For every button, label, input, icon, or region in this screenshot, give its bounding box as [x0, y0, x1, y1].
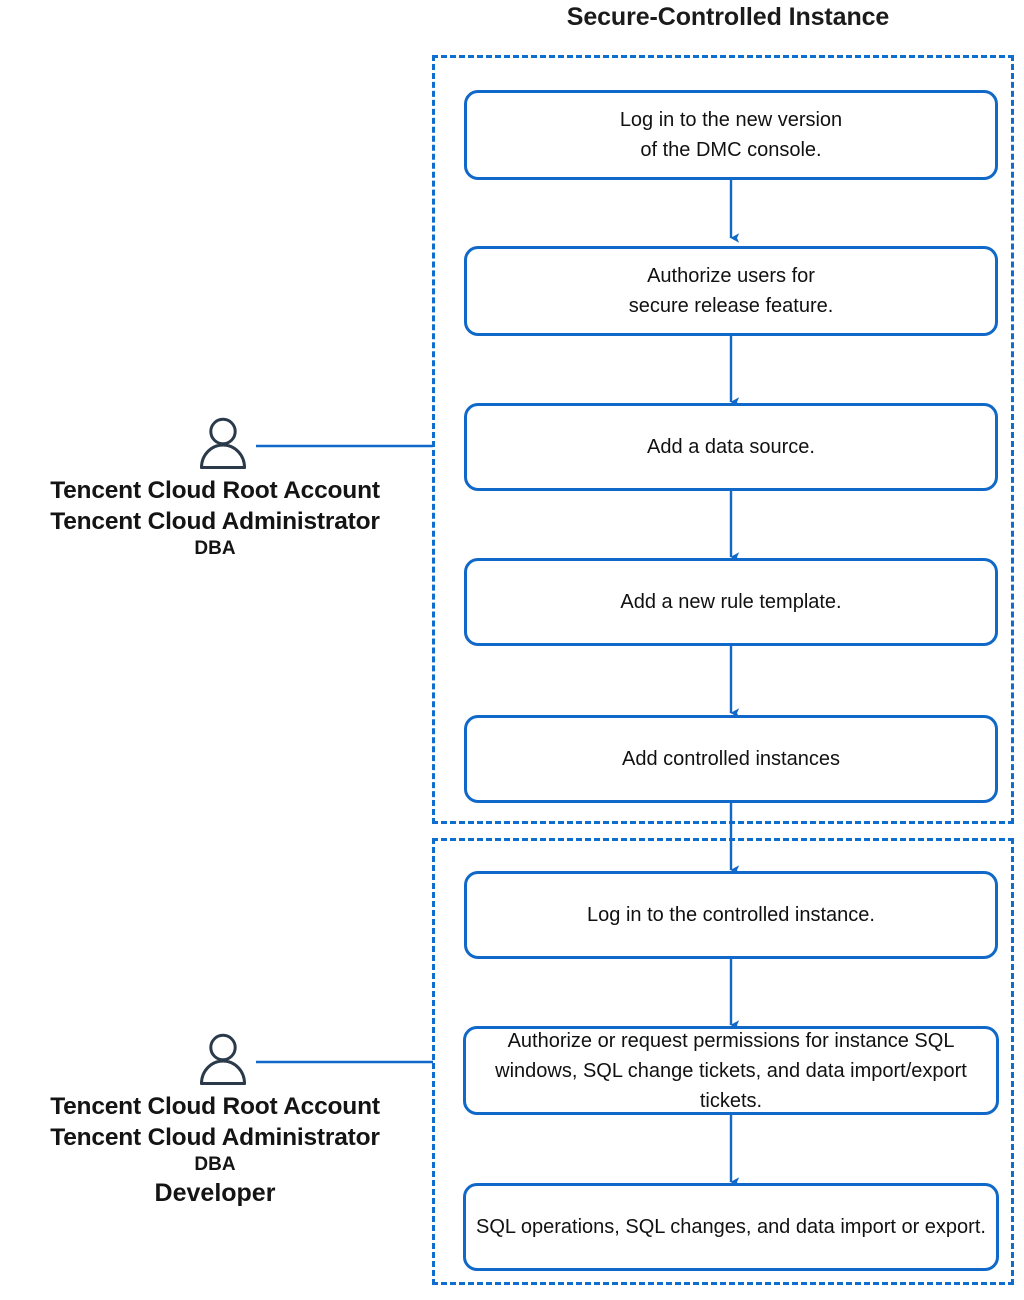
node-line: Add a new rule template.: [620, 591, 842, 613]
upper-phase-group: [432, 55, 1014, 824]
page-title: Secure-Controlled Instance: [566, 3, 890, 31]
node-login-controlled-instance[interactable]: Log in to the controlled instance.: [464, 871, 998, 959]
node-add-data-source[interactable]: Add a data source.: [464, 403, 998, 491]
person-icon: [196, 416, 250, 470]
node-line: Add a data source.: [647, 436, 815, 458]
node-line: Authorize or request permissions for ins…: [495, 1029, 967, 1112]
node-line: SQL operations, SQL changes, and data im…: [476, 1216, 986, 1238]
lower-phase-group: [432, 838, 1014, 1285]
node-line: of the DMC console.: [640, 139, 822, 161]
node-authorize-users-secure-release[interactable]: Authorize users for secure release featu…: [464, 246, 998, 336]
actor-role-line: DBA: [194, 538, 236, 559]
actor-role-line: Developer: [154, 1179, 276, 1207]
node-line: Log in to the controlled instance.: [587, 904, 875, 926]
actor-label-lower: Tencent Cloud Root Account Tencent Cloud…: [0, 1091, 430, 1209]
node-add-rule-template[interactable]: Add a new rule template.: [464, 558, 998, 646]
actor-role-line: DBA: [194, 1154, 236, 1175]
actor-role-line: Tencent Cloud Root Account: [50, 477, 380, 504]
actor-label-upper: Tencent Cloud Root Account Tencent Cloud…: [0, 475, 430, 561]
node-sql-operations-changes-import-export[interactable]: SQL operations, SQL changes, and data im…: [463, 1183, 999, 1271]
node-line: Authorize users for: [647, 265, 815, 287]
node-authorize-request-permissions[interactable]: Authorize or request permissions for ins…: [463, 1026, 999, 1115]
node-line: Log in to the new version: [619, 109, 843, 131]
node-login-dmc-console[interactable]: Log in to the new version of the DMC con…: [464, 90, 998, 180]
node-line: secure release feature.: [628, 295, 834, 317]
actor-role-line: Tencent Cloud Administrator: [50, 508, 380, 535]
actor-role-line: Tencent Cloud Administrator: [50, 1124, 380, 1151]
node-line: Add controlled instances: [622, 748, 840, 770]
actor-role-line: Tencent Cloud Root Account: [50, 1093, 380, 1120]
node-add-controlled-instances[interactable]: Add controlled instances: [464, 715, 998, 803]
person-icon: [196, 1032, 250, 1086]
